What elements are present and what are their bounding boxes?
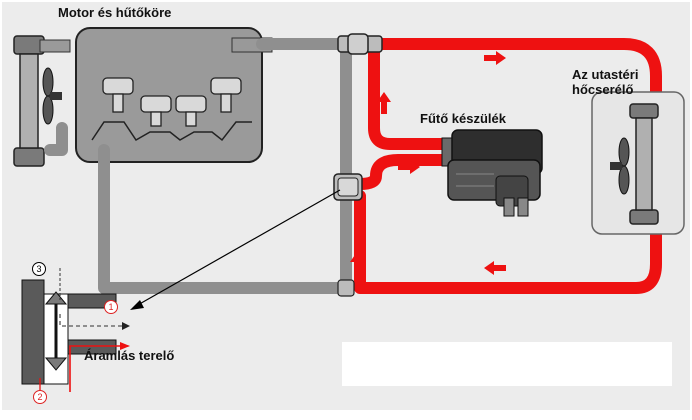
passenger-heat-exchanger [591, 91, 685, 235]
port-1-badge: 1 [104, 300, 118, 314]
radiator-fan-icon [42, 67, 62, 125]
flow-diverter-label: Áramlás terelő [84, 348, 175, 363]
engine-block [75, 27, 273, 163]
heat-exchanger-fan-icon [610, 137, 630, 195]
engine-cooling-circuit-label: Motor és hűtőköre [58, 5, 172, 20]
detail-pointer-arrow [130, 189, 341, 310]
engine-radiator [13, 35, 71, 167]
piston-icon [102, 77, 242, 127]
hot-coolant-pipes [354, 38, 662, 294]
port-2-badge: 2 [33, 390, 47, 404]
arrow-up-icon [350, 252, 364, 274]
arrow-right-icon [398, 160, 420, 174]
heater-unit-icon [441, 129, 543, 217]
port-3-badge: 3 [32, 262, 46, 276]
arrow-left-icon [484, 261, 506, 275]
pipe-junction-bottom [337, 279, 355, 297]
arrow-right-icon [484, 51, 506, 65]
flow-arrow-icons [350, 51, 506, 275]
flow-diverter-valve [333, 173, 363, 201]
flow-diverter-detail [21, 268, 130, 392]
crankshaft-outline [91, 121, 252, 142]
blank-caption-area [342, 342, 672, 386]
arrow-up-icon [377, 92, 391, 114]
passenger-heat-exchanger-label: Az utastéri hőcserélő [572, 67, 639, 97]
pipe-junction-top [337, 33, 383, 55]
heater-unit-label: Fűtő készülék [420, 111, 506, 126]
